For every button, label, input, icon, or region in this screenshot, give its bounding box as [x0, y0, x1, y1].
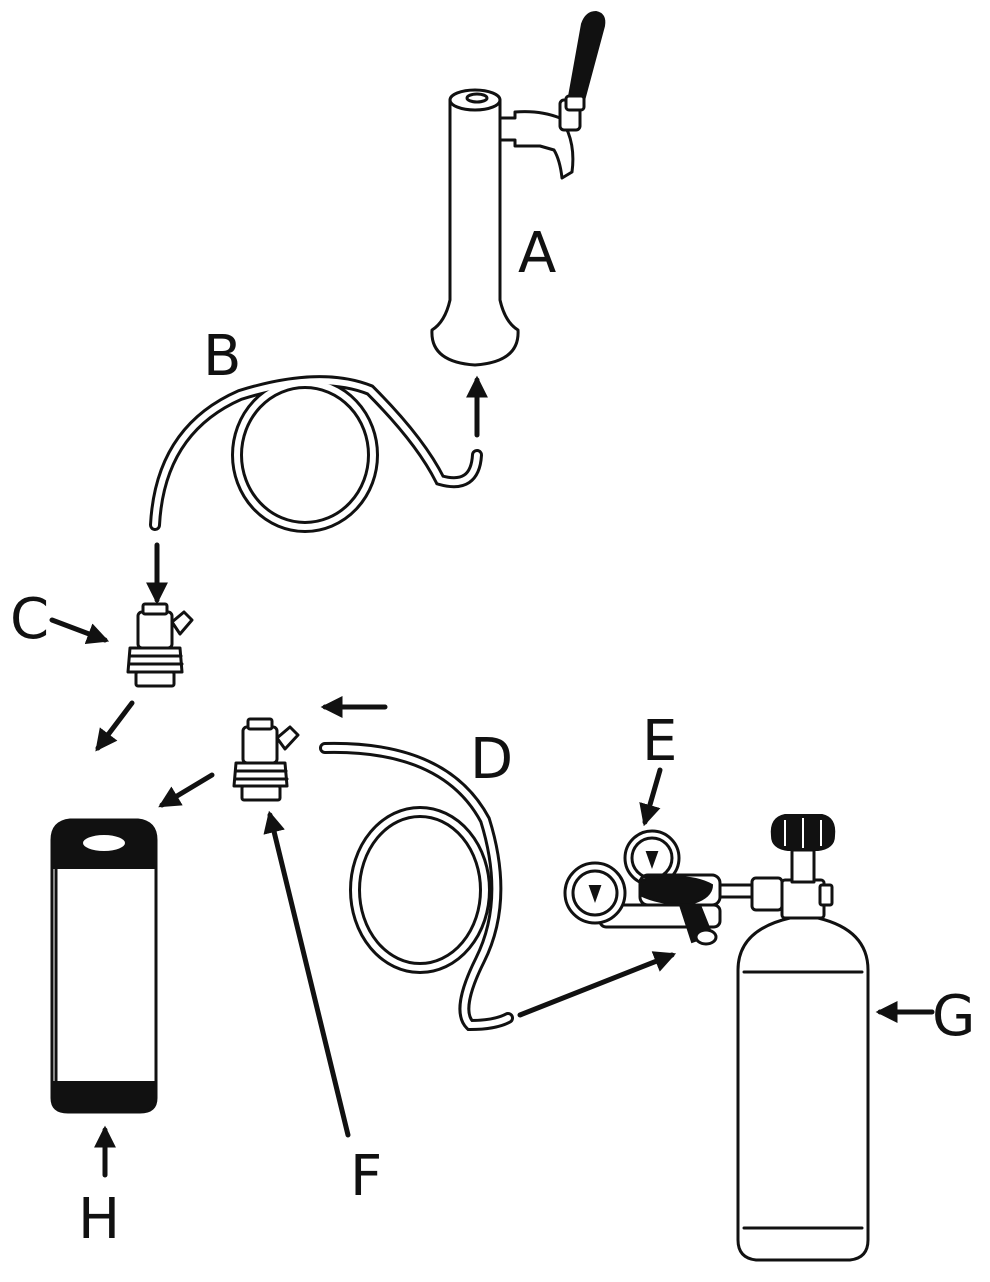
label-a: A	[518, 221, 556, 286]
arrow-f-to-keg	[158, 772, 215, 808]
arrow-d-to-regulator	[517, 951, 677, 1018]
label-h: H	[78, 1187, 120, 1252]
beer-disconnect	[126, 602, 194, 688]
label-d: D	[470, 727, 513, 792]
gas-line-hose	[319, 741, 514, 1032]
gas-disconnect	[232, 717, 300, 802]
arrow-c-to-keg	[95, 700, 135, 752]
label-e: E	[642, 709, 677, 774]
label-b: B	[203, 324, 241, 389]
arrow-label-f	[263, 810, 351, 1138]
co2-regulator	[563, 829, 784, 946]
label-c: C	[10, 587, 49, 652]
beer-tower	[430, 10, 606, 367]
beer-line-hose	[149, 375, 483, 533]
arrow-label-e	[639, 767, 663, 827]
co2-cylinder	[736, 814, 870, 1262]
keg	[50, 818, 158, 1114]
label-g: G	[932, 984, 975, 1049]
label-f: F	[350, 1144, 382, 1209]
arrow-label-c	[49, 617, 110, 645]
